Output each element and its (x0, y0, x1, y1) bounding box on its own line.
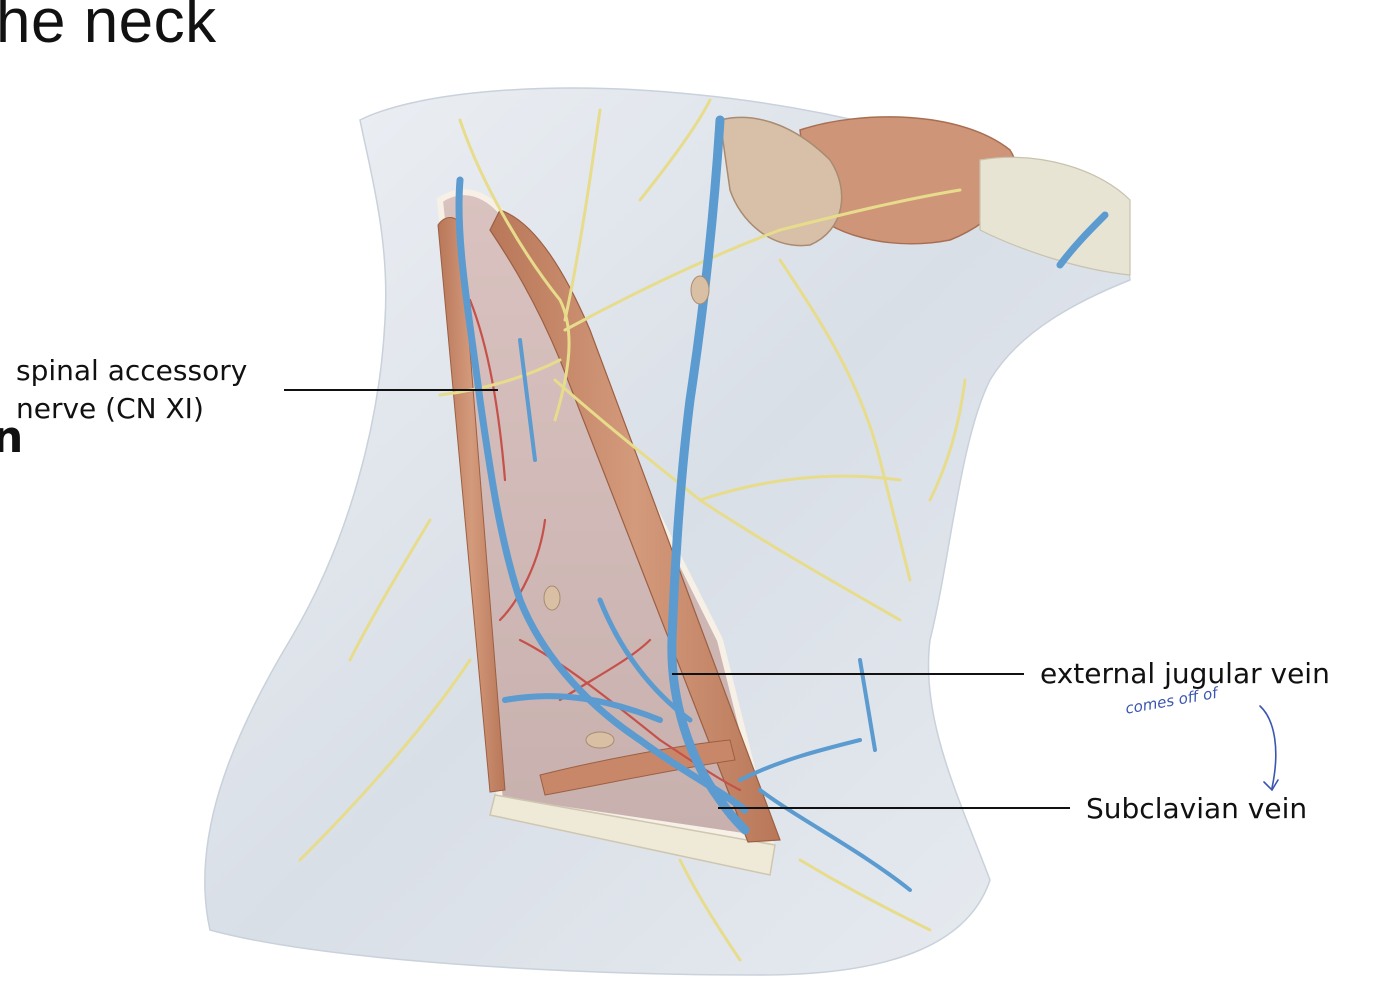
label-spinal-accessory-line1: spinal accessory (16, 354, 248, 387)
nerves (298, 98, 967, 962)
lymph-nodes (543, 275, 710, 749)
page-title: he neck (0, 0, 217, 56)
label-external-jugular-vein: external jugular vein (1040, 657, 1330, 690)
parotid-gland (719, 116, 843, 247)
external-jugular-vein-illustration (667, 115, 750, 835)
veins (455, 115, 1109, 892)
clavicle-edge (489, 794, 776, 876)
omohyoid-muscle (539, 739, 736, 796)
leader-line-spinal-accessory (284, 389, 498, 391)
trapezius-muscle (437, 217, 506, 793)
sternocleidomastoid-muscle (489, 209, 781, 843)
clipped-text-fragment: n (0, 412, 24, 463)
leader-line-subclavian (718, 807, 1070, 809)
label-subclavian-vein: Subclavian vein (1086, 792, 1308, 825)
mandible-surface (979, 156, 1131, 276)
handwritten-arrow-icon (1259, 705, 1279, 792)
label-spinal-accessory-nerve: spinal accessory nerve (CN XI) (16, 352, 247, 428)
label-spinal-accessory-line2: nerve (CN XI) (16, 392, 204, 425)
leader-line-external-jugular (672, 673, 1024, 675)
